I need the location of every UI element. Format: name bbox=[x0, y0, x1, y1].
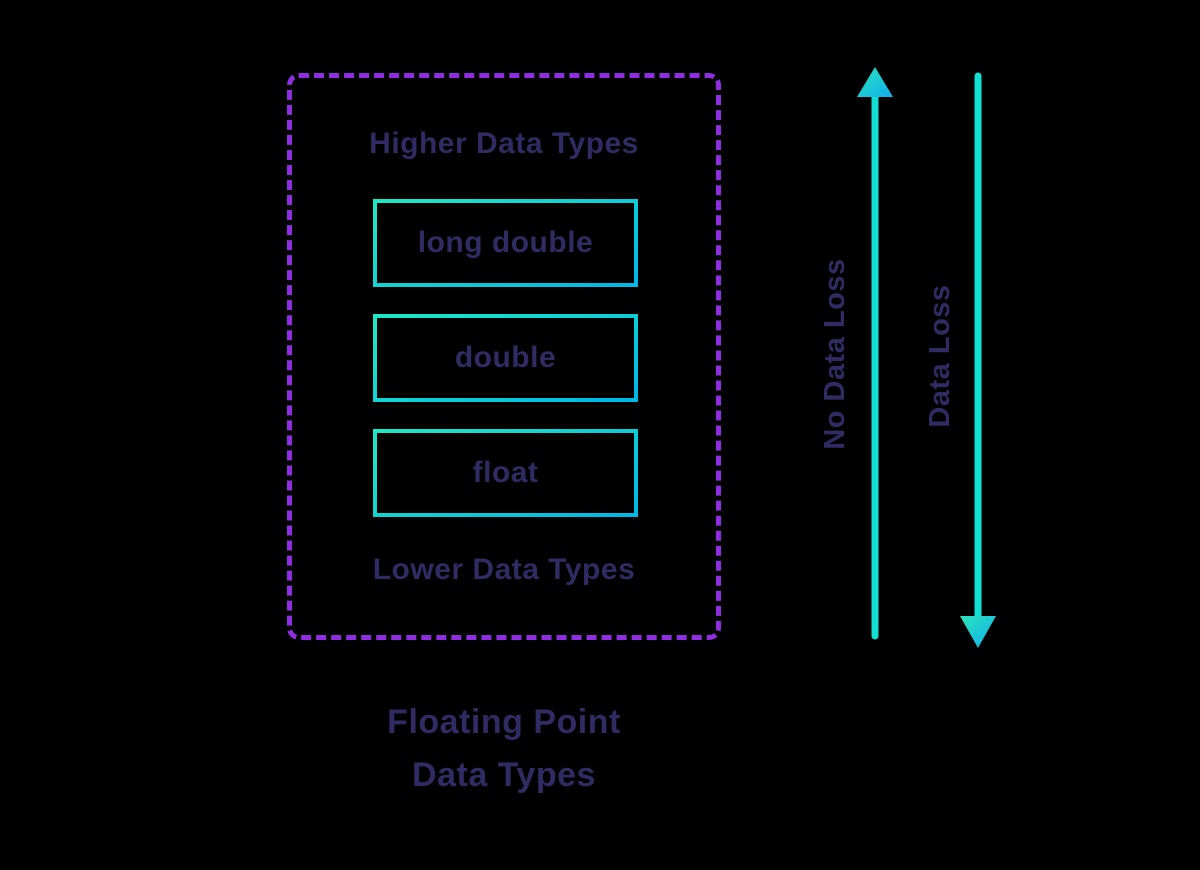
type-box-long-double: long double bbox=[373, 199, 638, 287]
down-arrow-icon bbox=[960, 72, 996, 648]
diagram-caption-line1: Floating Point bbox=[387, 703, 621, 741]
diagram-caption-line2: Data Types bbox=[412, 756, 596, 794]
up-arrow-icon bbox=[857, 67, 893, 640]
type-box-long-double-label: long double bbox=[417, 226, 594, 259]
data-types-dashed-container bbox=[287, 73, 721, 640]
higher-data-types-label: Higher Data Types bbox=[369, 127, 639, 160]
no-data-loss-label: No Data Loss bbox=[819, 258, 851, 450]
type-box-double: double bbox=[373, 314, 638, 402]
type-box-float: float bbox=[373, 429, 638, 517]
data-loss-label: Data Loss bbox=[924, 284, 956, 428]
lower-data-types-label: Lower Data Types bbox=[372, 553, 636, 586]
type-box-float-label: float bbox=[472, 456, 539, 489]
diagram-caption: Floating Point Data Types bbox=[287, 696, 721, 802]
type-box-double-label: double bbox=[454, 341, 557, 374]
